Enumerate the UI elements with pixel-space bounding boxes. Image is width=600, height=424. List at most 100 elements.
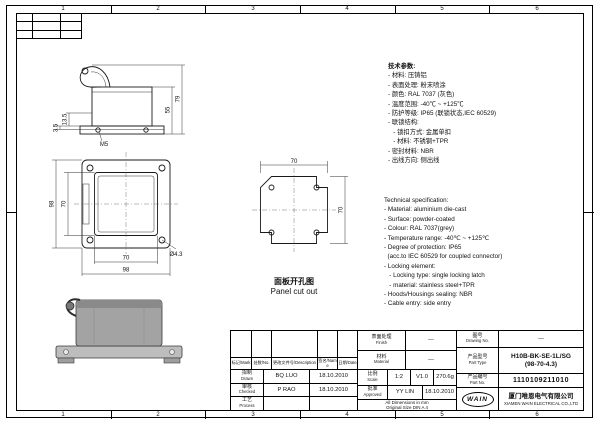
hole-callout-label: Ø4.3 (169, 252, 183, 258)
company-name-cn: 厦门唯恩电气有限公司 (508, 392, 574, 400)
spec-line: - Temperature range: -40℃ ~ +125℃ (384, 234, 490, 242)
grid-col-bottom: 6 (535, 412, 539, 418)
grid-tick (205, 5, 206, 13)
tb-checked-name: P RAO (263, 383, 309, 396)
specs-cn-title: 技术参数: (388, 63, 416, 70)
spec-line: - Colour: RAL 7037(grey) (384, 225, 455, 233)
spec-line: - 联锁结构: (388, 119, 419, 127)
spec-line: Technical specification: (384, 197, 449, 204)
company-name-en: XIAMEN WAIN ELECTRICAL CO.,LTD (503, 400, 579, 406)
spec-line: - Degree of protection: IP65 (384, 244, 462, 252)
grid-tick (205, 411, 206, 419)
dim-label-98v: 98 (50, 200, 56, 207)
tb-finish-label: 表面处理 Finish (357, 331, 405, 350)
revision-strip (16, 13, 82, 39)
hood-rendered-view (55, 298, 183, 364)
grid-tick (395, 411, 396, 419)
grid-col-top: 1 (61, 6, 65, 12)
title-block: 标记/Mark 处数/No. 更改文件号/Description 签名/Name… (230, 330, 584, 411)
grid-col-bottom: 2 (156, 412, 160, 418)
dim-label-3-5: 3.5 (54, 123, 60, 132)
spec-line: - 材料: 不锈钢+TPR (388, 138, 449, 146)
tb-version-value: V1.0 (410, 369, 433, 385)
spec-line: - Material: aluminium die-cast (384, 206, 467, 214)
grid-col-top: 2 (156, 6, 160, 12)
grid-tick (300, 411, 301, 419)
grid-tick (395, 5, 396, 13)
spec-line: - 锁扣方式: 金属单扣 (388, 128, 451, 136)
tb-process-name (263, 396, 309, 410)
tb-drawing-no-label: 图号 Drawing No. (456, 331, 498, 347)
grid-col-top: 5 (440, 6, 444, 12)
spec-line: - 表面处理: 粉末喷涂 (388, 81, 446, 89)
tb-header-name: 签名/Name (317, 357, 337, 369)
tb-part-no-value: 1110109211010 (498, 373, 583, 387)
tb-approved-name: YY LIN (387, 385, 422, 399)
hood-front-outline (74, 152, 178, 254)
tb-drawn-name: BQ LUO (263, 369, 309, 383)
spec-line: - Cable entry: side entry (384, 300, 451, 308)
tb-header-mark: 标记/Mark (231, 357, 251, 369)
panel-cutout-caption-cn: 面板开孔图 (274, 277, 314, 286)
spec-line: - Locking element: (384, 262, 436, 270)
spec-line: - 温度范围: -40℃ ~ +125℃ (388, 100, 464, 108)
tb-part-no-label: 产品编号 Part No. (456, 373, 498, 387)
tb-scale-label: 比例 Scale (357, 369, 387, 385)
tb-approved-date: 18.10.2010 (422, 385, 456, 399)
dim-label-55: 55 (166, 106, 172, 113)
tb-finish-value: — (405, 331, 456, 350)
tb-logo-cell: WAIN (456, 387, 498, 410)
grid-col-top: 4 (345, 6, 349, 12)
spec-line: - 材料: 压铸铝 (388, 72, 427, 80)
grid-col-bottom: 5 (440, 412, 444, 418)
tb-role-approved: 批准 Approved (357, 385, 387, 399)
tb-material-value: — (405, 350, 456, 369)
dim-label-cutout-width: 70 (291, 159, 298, 165)
tb-role-drawn: 拟制 Drawn (231, 369, 263, 383)
spec-line: - 密封材料: NBR (388, 147, 434, 155)
cutout-dimensions: 70 70 (260, 159, 348, 244)
tb-company-cell: 厦门唯恩电气有限公司 XIAMEN WAIN ELECTRICAL CO.,LT… (498, 387, 583, 410)
tb-part-type-label: 产品型号 Part Type (456, 347, 498, 373)
grid-col-bottom: 4 (345, 412, 349, 418)
grid-tick (111, 5, 112, 13)
grid-col-bottom: 3 (251, 412, 255, 418)
center-mark-left (6, 212, 16, 213)
spec-line: (acc.to IEC 60529 for coupled connector) (384, 253, 503, 261)
center-mark-right (584, 212, 594, 213)
front-view-drawing: 70 98 70 98 Ø4.3 (50, 152, 183, 276)
dim-label-cutout-height: 70 (339, 206, 345, 213)
spec-line: - 防护等级: IP65 (联锁状态,IEC 60529) (388, 110, 497, 118)
tb-drawing-no-value: — (498, 331, 583, 347)
grid-col-top: 6 (535, 6, 539, 12)
specs-english: Technical specification: - Material: alu… (384, 196, 584, 309)
grid-tick (489, 411, 490, 419)
dim-label-70v: 70 (62, 200, 68, 207)
spec-line: - material: stainless steel+TPR (384, 281, 475, 289)
spec-line: - Hoods/Housings sealing: NBR (384, 291, 473, 299)
panel-cutout-drawing: 70 70 (252, 159, 348, 252)
side-view-dimensions: 55 79 13.5 3.5 M5 (54, 64, 185, 148)
grid-tick (300, 5, 301, 13)
tb-role-process: 工艺 Process (231, 396, 263, 410)
sheet-outer-border (6, 5, 593, 418)
grid-col-top: 3 (251, 6, 255, 12)
tb-material-label: 材料 Material (357, 350, 405, 369)
panel-cutout-caption-en: Panel cut out (270, 287, 318, 296)
tb-role-checked: 审核 Checked (231, 383, 263, 396)
grid-col-bottom: 1 (61, 412, 65, 418)
dim-label-79: 79 (176, 95, 182, 102)
locking-lever-outline (79, 66, 111, 88)
hood-side-outline (79, 86, 165, 135)
dim-label-98h: 98 (123, 268, 130, 274)
front-view-dimensions: 70 98 70 98 Ø4.3 (50, 159, 183, 276)
thread-label-m5: M5 (100, 142, 109, 148)
tb-header-date: 日期/Date (337, 357, 357, 369)
spec-line: - Locking type: single locking latch (384, 272, 485, 280)
grid-tick (111, 411, 112, 419)
lever-roller (65, 301, 75, 311)
spec-line: - 出线方向: 侧出线 (388, 157, 440, 165)
tb-checked-date: 18.10.2010 (309, 383, 357, 396)
tb-process-date (309, 396, 357, 410)
dim-label-70h: 70 (123, 256, 130, 262)
